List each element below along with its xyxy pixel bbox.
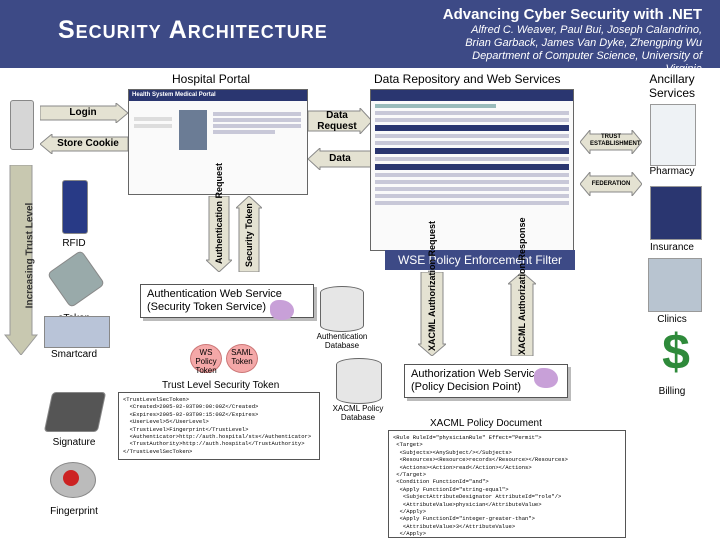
fingerprint-sensor-dot [63, 470, 79, 486]
xacml-policy-database-label: XACML Policy Database [332, 404, 384, 422]
xacml-request-arrow [418, 272, 446, 356]
dotnet-logo-icon [270, 300, 294, 320]
federation-arrow [580, 172, 642, 196]
ancillary-label-clinics: Clinics [657, 314, 687, 325]
ancillary-label-insurance: Insurance [650, 242, 694, 253]
data-request-label: Data Request [317, 110, 357, 132]
pharmacy-caduceus-icon [650, 104, 696, 166]
header-credits: Advancing Cyber Security with .NET Alfre… [442, 6, 702, 76]
fingerprint-reader-icon [50, 462, 96, 498]
signature-pad-icon [43, 392, 107, 432]
trust-token-title: Trust Level Security Token [162, 380, 280, 391]
etoken-icon [46, 249, 106, 309]
hospital-portal-screenshot: Health System Medical Portal [128, 89, 308, 195]
portal-screen-header: Health System Medical Portal [129, 90, 307, 101]
xacml-policy-database-icon [336, 358, 382, 404]
trust-establishment-label: TRUST ESTABLISHMENT [590, 134, 641, 147]
security-token-arrow [236, 196, 262, 272]
authors-line-1: Alfred C. Weaver, Paul Bui, Joseph Calan… [471, 24, 702, 36]
login-label: Login [69, 107, 97, 118]
rfid-card-icon [62, 180, 88, 234]
device-label-smartcard: Smartcard [50, 349, 98, 360]
device-label-signature: Signature [52, 437, 96, 448]
store-cookie-label: Store Cookie [57, 138, 119, 149]
xacml-policy-title: XACML Policy Document [430, 418, 542, 429]
billing-dollar-icon: $ [662, 324, 690, 380]
portal-login-form [134, 114, 172, 131]
security-token-label: Security Token [244, 203, 254, 267]
authentication-request-label: Authentication Request [214, 162, 224, 264]
xacml-response-label: XACML Authorization Response [517, 217, 527, 355]
trust-level-arrow [4, 165, 38, 355]
header-subtitle: Advancing Cyber Security with .NET [442, 6, 702, 23]
xacml-policy-document: <Rule RuleId="physicianRule" Effect="Per… [388, 430, 626, 538]
page-title: Security Architecture [58, 16, 328, 44]
data-label: Data [329, 153, 351, 164]
device-label-rfid: RFID [62, 238, 86, 249]
authentication-database-icon [320, 286, 364, 332]
dotnet-logo-icon-2 [534, 368, 558, 388]
authors-line-2: Brian Garback, James Van Dyke, Zhengping… [465, 37, 702, 49]
ancillary-label-billing: Billing [658, 386, 686, 397]
insurance-icon [650, 186, 702, 240]
clinics-xray-icon [648, 258, 702, 312]
auth-service-line2: (Security Token Service) [147, 301, 267, 313]
data-arrow [308, 148, 372, 170]
ws-policy-token: WS Policy Token [190, 344, 222, 375]
portal-photo [179, 110, 207, 150]
affiliation: Department of Computer Science, Universi… [472, 50, 702, 75]
auth-service-line1: Authentication Web Service [147, 288, 282, 300]
ancillary-label-pharmacy: Pharmacy [649, 166, 695, 177]
portal-text-block [213, 110, 301, 136]
xacml-response-arrow [508, 272, 536, 356]
authentication-request-arrow [206, 196, 232, 272]
data-request-arrow [308, 108, 372, 134]
trust-token-document: <TrustLevelSecToken> <Created>2005-02-03… [118, 392, 320, 460]
ancillary-services-title: Ancillary Services [648, 72, 695, 100]
saml-token: SAML Token [226, 344, 258, 373]
trust-establishment-arrow [580, 130, 642, 154]
store-cookie-arrow [40, 134, 128, 154]
login-arrow [40, 103, 128, 123]
authz-service-line1: Authorization Web Service [411, 368, 541, 380]
authz-service-line2: (Policy Decision Point) [411, 381, 522, 393]
pda-icon [10, 100, 34, 150]
wse-policy-enforcement-filter: WSE Policy Enforcement Filter [385, 250, 575, 270]
smartcard-icon [44, 316, 110, 348]
repo-screen-header [371, 90, 573, 101]
federation-label: FEDERATION [591, 181, 631, 187]
header-banner [0, 0, 720, 68]
data-repository-title: Data Repository and Web Services [374, 72, 561, 86]
device-label-fingerprint: Fingerprint [50, 506, 98, 517]
authentication-database-label: Authentication Database [316, 332, 368, 350]
data-repository-screenshot [370, 89, 574, 251]
xacml-request-label: XACML Authorization Request [427, 221, 437, 351]
hospital-portal-title: Hospital Portal [172, 72, 251, 86]
